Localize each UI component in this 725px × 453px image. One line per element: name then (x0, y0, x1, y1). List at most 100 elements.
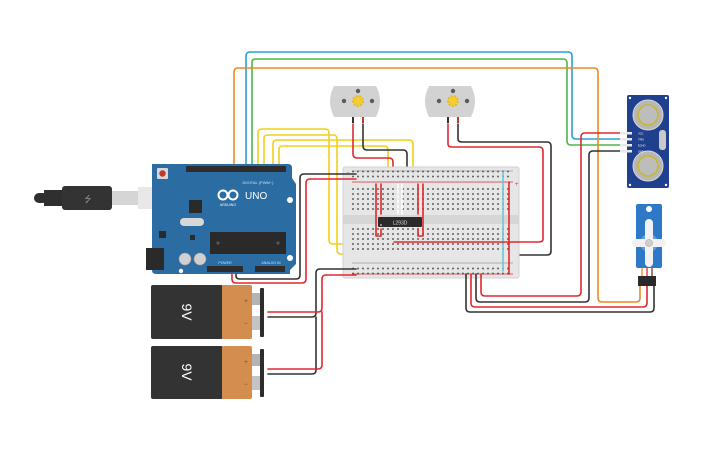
breadboard-hole[interactable] (452, 203, 454, 205)
breadboard-hole[interactable] (457, 208, 459, 210)
breadboard-hole[interactable] (497, 248, 499, 250)
breadboard-hole[interactable] (392, 198, 394, 200)
breadboard-hole[interactable] (392, 233, 394, 235)
breadboard-hole[interactable] (382, 243, 384, 245)
breadboard-hole[interactable] (372, 248, 374, 250)
breadboard-hole[interactable] (507, 175, 509, 178)
breadboard-hole[interactable] (457, 272, 459, 275)
breadboard-hole[interactable] (352, 228, 354, 230)
breadboard-hole[interactable] (382, 193, 384, 195)
breadboard-hole[interactable] (427, 228, 429, 230)
breadboard-hole[interactable] (447, 198, 449, 200)
driver-ic[interactable]: L293D (378, 217, 422, 227)
breadboard-hole[interactable] (482, 193, 484, 195)
breadboard-hole[interactable] (492, 243, 494, 245)
breadboard-hole[interactable] (427, 267, 429, 270)
breadboard-hole[interactable] (472, 188, 474, 190)
wire-battery2-black[interactable] (267, 316, 317, 375)
breadboard-hole[interactable] (442, 243, 444, 245)
breadboard-hole[interactable] (437, 170, 439, 173)
breadboard-hole[interactable] (497, 188, 499, 190)
breadboard-hole[interactable] (362, 203, 364, 205)
wire-green-echo[interactable] (251, 58, 621, 173)
breadboard-hole[interactable] (507, 208, 509, 210)
breadboard-hole[interactable] (487, 188, 489, 190)
breadboard-hole[interactable] (367, 248, 369, 250)
breadboard-hole[interactable] (387, 238, 389, 240)
breadboard-hole[interactable] (397, 267, 399, 270)
breadboard-hole[interactable] (462, 267, 464, 270)
breadboard-hole[interactable] (472, 198, 474, 200)
breadboard-hole[interactable] (352, 243, 354, 245)
breadboard-hole[interactable] (447, 233, 449, 235)
breadboard-hole[interactable] (432, 198, 434, 200)
breadboard-hole[interactable] (452, 198, 454, 200)
breadboard-hole[interactable] (482, 267, 484, 270)
breadboard-hole[interactable] (362, 248, 364, 250)
breadboard-hole[interactable] (472, 238, 474, 240)
breadboard-hole[interactable] (392, 208, 394, 210)
breadboard-hole[interactable] (467, 233, 469, 235)
breadboard-hole[interactable] (357, 243, 359, 245)
breadboard-hole[interactable] (482, 188, 484, 190)
breadboard-hole[interactable] (382, 248, 384, 250)
breadboard-hole[interactable] (422, 267, 424, 270)
breadboard-hole[interactable] (377, 267, 379, 270)
breadboard-hole[interactable] (417, 170, 419, 173)
breadboard-hole[interactable] (417, 243, 419, 245)
breadboard-hole[interactable] (402, 175, 404, 178)
breadboard-hole[interactable] (402, 248, 404, 250)
breadboard-hole[interactable] (352, 188, 354, 190)
breadboard-hole[interactable] (432, 233, 434, 235)
breadboard-hole[interactable] (392, 193, 394, 195)
breadboard-hole[interactable] (437, 267, 439, 270)
breadboard-hole[interactable] (402, 272, 404, 275)
breadboard-hole[interactable] (407, 175, 409, 178)
breadboard-hole[interactable] (472, 248, 474, 250)
breadboard-hole[interactable] (507, 238, 509, 240)
breadboard-hole[interactable] (362, 238, 364, 240)
breadboard-hole[interactable] (467, 267, 469, 270)
battery-9v-top[interactable]: + − 9V (151, 285, 264, 339)
breadboard-hole[interactable] (377, 233, 379, 235)
breadboard-hole[interactable] (437, 188, 439, 190)
breadboard-hole[interactable] (477, 175, 479, 178)
breadboard-hole[interactable] (372, 272, 374, 275)
breadboard-hole[interactable] (437, 243, 439, 245)
wire-motor2-red[interactable] (393, 123, 544, 243)
breadboard-hole[interactable] (427, 188, 429, 190)
breadboard-hole[interactable] (497, 198, 499, 200)
breadboard-hole[interactable] (377, 175, 379, 178)
breadboard-hole[interactable] (387, 272, 389, 275)
breadboard-hole[interactable] (452, 272, 454, 275)
breadboard-hole[interactable] (382, 233, 384, 235)
breadboard-hole[interactable] (407, 170, 409, 173)
breadboard-hole[interactable] (437, 198, 439, 200)
breadboard-hole[interactable] (447, 228, 449, 230)
breadboard-hole[interactable] (462, 188, 464, 190)
breadboard-hole[interactable] (482, 233, 484, 235)
breadboard-hole[interactable] (497, 170, 499, 173)
breadboard-hole[interactable] (467, 238, 469, 240)
breadboard-hole[interactable] (402, 198, 404, 200)
wire-battery1-black[interactable] (267, 268, 357, 318)
breadboard-hole[interactable] (387, 228, 389, 230)
breadboard-hole[interactable] (372, 198, 374, 200)
wire-yellow-2[interactable] (263, 134, 413, 255)
breadboard-hole[interactable] (437, 228, 439, 230)
breadboard-hole[interactable] (462, 243, 464, 245)
breadboard-hole[interactable] (352, 175, 354, 178)
breadboard-hole[interactable] (407, 198, 409, 200)
breadboard-hole[interactable] (447, 267, 449, 270)
breadboard-hole[interactable] (472, 272, 474, 275)
breadboard-hole[interactable] (437, 175, 439, 178)
breadboard-hole[interactable] (487, 208, 489, 210)
breadboard-hole[interactable] (472, 175, 474, 178)
breadboard-hole[interactable] (467, 175, 469, 178)
breadboard-hole[interactable] (437, 203, 439, 205)
breadboard-hole[interactable] (432, 228, 434, 230)
breadboard-hole[interactable] (497, 243, 499, 245)
breadboard-hole[interactable] (397, 243, 399, 245)
breadboard-hole[interactable] (452, 228, 454, 230)
breadboard-hole[interactable] (507, 233, 509, 235)
